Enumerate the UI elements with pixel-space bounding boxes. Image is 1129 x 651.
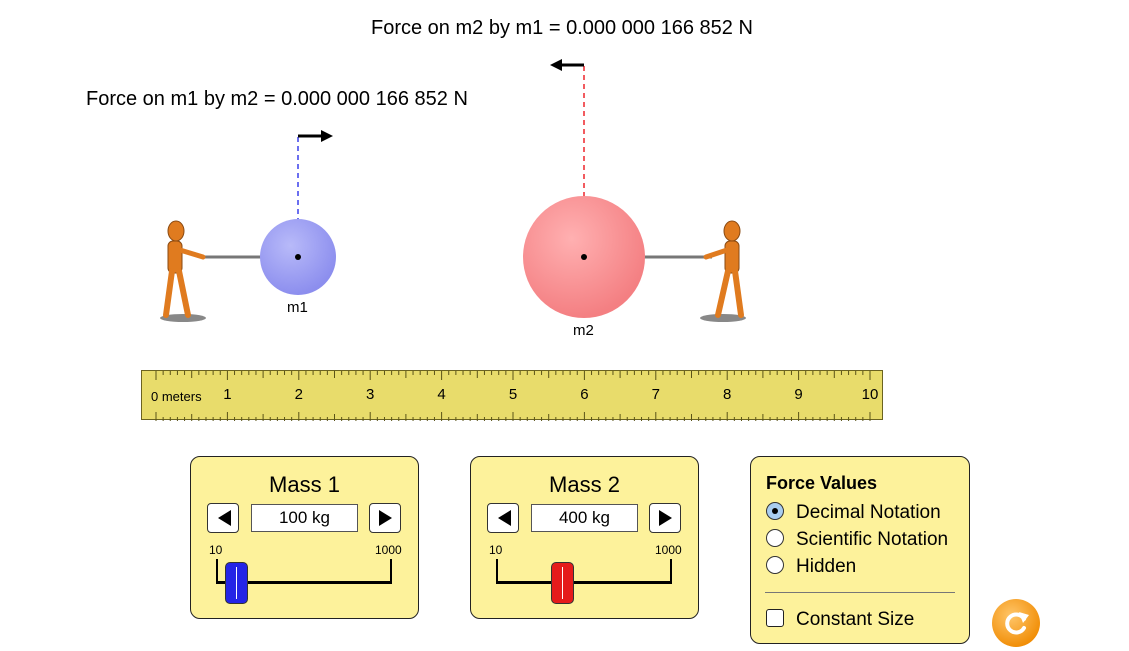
- mass1-control-panel: Mass 1 100 kg 10 1000: [190, 456, 419, 619]
- mass1-slider-tick-min: [216, 559, 218, 583]
- panel-divider: [765, 592, 955, 593]
- force-values-title: Force Values: [766, 473, 878, 493]
- puller-figure-right: [700, 220, 746, 322]
- mass2-title: Mass 2: [549, 472, 620, 497]
- ruler-number: 1: [223, 386, 232, 403]
- ruler-number: 3: [366, 386, 375, 403]
- reset-button[interactable]: [991, 598, 1041, 648]
- force-on-m2-label: Force on m2 by m1 = 0.000 000 166 852 N: [371, 17, 753, 39]
- distance-ruler[interactable]: 0 meters 1 2 3 4 5 6 7 8 9 10: [141, 370, 883, 421]
- left-triangle-icon: [218, 510, 231, 526]
- mass2-increase-button[interactable]: [649, 503, 681, 533]
- ruler-ticks: [155, 371, 871, 421]
- mass2-center-dot: [581, 254, 587, 260]
- mass1-increase-button[interactable]: [369, 503, 401, 533]
- mass1-slider-max-label: 1000: [375, 543, 402, 557]
- mass1-label: m1: [287, 299, 308, 316]
- radio-circle[interactable]: [766, 528, 784, 547]
- mass2-slider-thumb[interactable]: [551, 562, 575, 604]
- puller-figure-left: [160, 220, 206, 322]
- ruler-unit-label: 0 meters: [151, 389, 202, 404]
- radio-scientific-notation[interactable]: Scientific Notation: [766, 528, 949, 551]
- mass1-value-display: 100 kg: [251, 504, 358, 532]
- reset-icon: [1005, 612, 1029, 635]
- force-values-panel: Force Values Decimal Notation Scientific…: [750, 456, 970, 644]
- constant-size-checkbox-row[interactable]: Constant Size: [766, 608, 915, 631]
- mass2-slider-max-label: 1000: [655, 543, 682, 557]
- ruler-number: 8: [723, 386, 732, 403]
- ruler-number: 5: [508, 386, 518, 403]
- mass2-slider-min-label: 10: [489, 543, 503, 557]
- mass2-control-panel: Mass 2 400 kg 10 1000: [470, 456, 699, 619]
- right-triangle-icon: [659, 510, 672, 526]
- ruler-number: 7: [651, 386, 660, 403]
- ruler-number: 4: [437, 386, 446, 403]
- mass1-title: Mass 1: [269, 472, 340, 497]
- ruler-number: 9: [794, 386, 803, 403]
- radio-label: Scientific Notation: [796, 529, 949, 550]
- ruler-number: 2: [294, 386, 303, 403]
- mass2-slider-track[interactable]: [496, 581, 672, 584]
- mass1-slider-thumb[interactable]: [224, 562, 248, 604]
- radio-decimal-notation[interactable]: Decimal Notation: [766, 501, 941, 524]
- mass1-decrease-button[interactable]: [207, 503, 239, 533]
- mass2-decrease-button[interactable]: [487, 503, 519, 533]
- mass2-label: m2: [573, 322, 594, 339]
- radio-circle-selected[interactable]: [766, 501, 784, 520]
- mass1-center-dot: [295, 254, 301, 260]
- left-triangle-icon: [498, 510, 511, 526]
- mass1-slider-min-label: 10: [209, 543, 223, 557]
- radio-hidden[interactable]: Hidden: [766, 555, 857, 578]
- mass2-slider-tick-max: [670, 559, 672, 583]
- mass1-slider-tick-max: [390, 559, 392, 583]
- force-arrow-m2: [550, 59, 585, 256]
- ruler-number: 6: [580, 386, 589, 403]
- radio-label: Hidden: [796, 556, 857, 577]
- force-on-m1-label: Force on m1 by m2 = 0.000 000 166 852 N: [86, 88, 468, 110]
- simulation-scene: [160, 59, 746, 322]
- radio-label: Decimal Notation: [796, 502, 941, 523]
- mass1-slider-track[interactable]: [216, 581, 392, 584]
- right-triangle-icon: [379, 510, 392, 526]
- mass2-value-display: 400 kg: [531, 504, 638, 532]
- constant-size-checkbox[interactable]: [766, 608, 784, 627]
- constant-size-label: Constant Size: [796, 609, 915, 630]
- radio-circle[interactable]: [766, 555, 784, 574]
- mass2-slider-tick-min: [496, 559, 498, 583]
- ruler-number: 10: [861, 386, 879, 403]
